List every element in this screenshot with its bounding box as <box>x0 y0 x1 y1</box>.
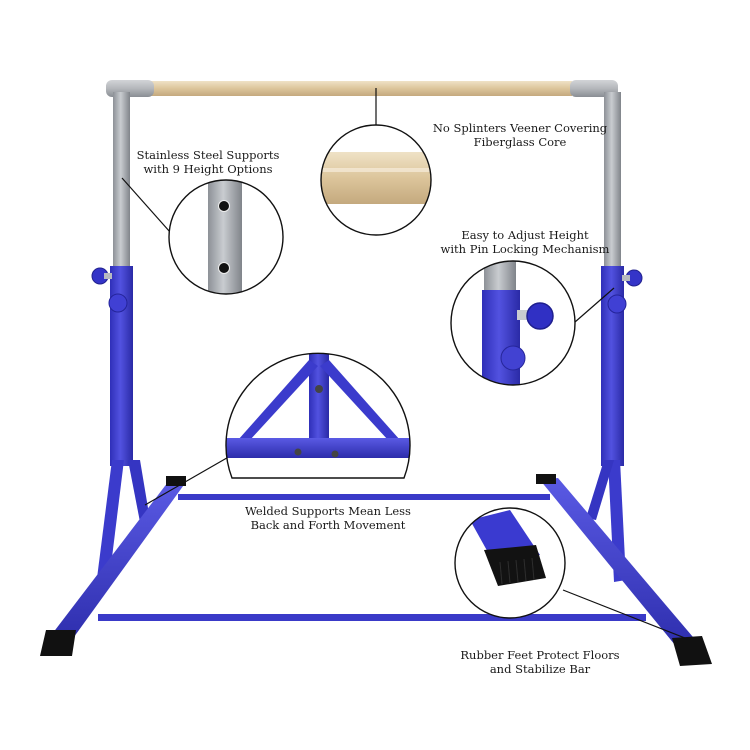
caption-line: with 9 Height Options <box>143 162 273 176</box>
callout-circle-rubber-feet <box>454 507 566 619</box>
caption-welded-supports: Welded Supports Mean Less Back and Forth… <box>228 504 428 532</box>
caption-line: with Pin Locking Mechanism <box>440 242 610 256</box>
caption-line: and Stabilize Bar <box>489 662 591 676</box>
callout-circle-steel <box>168 179 284 295</box>
caption-line: Welded Supports Mean Less <box>245 504 411 518</box>
caption-steel-supports: Stainless Steel Supports with 9 Height O… <box>118 148 298 176</box>
cross-rod-front <box>98 614 646 621</box>
caption-line: Easy to Adjust Height <box>461 228 589 242</box>
rubber-foot-rear-left <box>166 476 186 486</box>
cross-rod-rear <box>178 494 550 500</box>
rubber-foot-front-right <box>672 636 712 666</box>
caption-pin-locking: Easy to Adjust Height with Pin Locking M… <box>430 228 620 256</box>
callout-circle-wood <box>320 124 432 236</box>
caption-veneer-covering: No Splinters Veener Covering Fiberglass … <box>420 121 620 149</box>
base-leg-right <box>540 478 704 656</box>
callout-lines <box>121 88 691 641</box>
blue-upright-right <box>601 266 624 466</box>
rubber-foot-front-left <box>40 630 76 656</box>
caption-line: Stainless Steel Supports <box>136 148 280 162</box>
steel-upright-right <box>604 92 621 272</box>
rubber-foot-rear-right <box>536 474 556 484</box>
caption-line: Rubber Feet Protect Floors <box>460 648 620 662</box>
callout-circle-pin-lock <box>450 260 576 386</box>
steel-upright-left <box>113 92 130 272</box>
wood-bar <box>150 81 572 96</box>
caption-line: Back and Forth Movement <box>250 518 406 532</box>
caption-rubber-feet: Rubber Feet Protect Floors and Stabilize… <box>445 648 635 676</box>
blue-upright-left <box>110 266 133 466</box>
gym-bar-frame <box>40 80 712 666</box>
caption-line: Fiberglass Core <box>473 135 567 149</box>
caption-line: No Splinters Veener Covering <box>432 121 608 135</box>
callout-circle-welded-supports <box>225 352 411 479</box>
base-leg-left <box>46 482 186 648</box>
